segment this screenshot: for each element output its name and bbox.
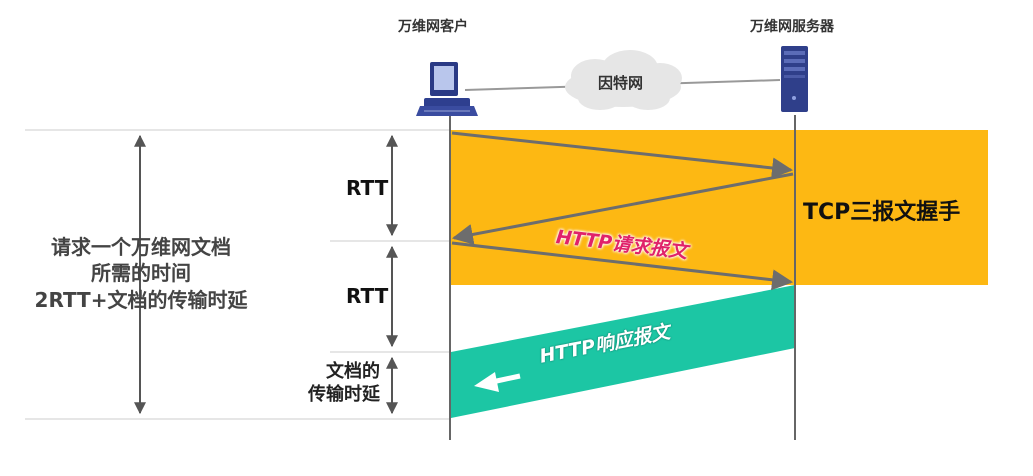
server-label: 万维网服务器 (750, 19, 834, 35)
ack-request-arrow (451, 241, 794, 291)
handshake-background (450, 130, 988, 285)
rtt-label-2: RTT (346, 284, 389, 308)
total-time-line-3: 2RTT+文档的传输时延 (34, 287, 248, 312)
desktop-computer-icon (416, 62, 478, 116)
cloud-icon (565, 50, 682, 110)
response-direction-arrow (474, 372, 521, 392)
total-time-line-2: 所需的时间 (91, 261, 191, 286)
response-band (451, 285, 795, 418)
server-tower-icon (781, 46, 808, 112)
doc-transfer-line-1: 文档的 (326, 361, 380, 382)
doc-transfer-label: 文档的 传输时延 (270, 361, 380, 406)
total-time-line-1: 请求一个万维网文档 (51, 235, 231, 259)
syn-arrow (451, 131, 794, 179)
client-label: 万维网客户 (398, 19, 468, 35)
rtt-label-1: RTT (346, 176, 389, 200)
total-time-label: 请求一个万维网文档 所需的时间 2RTT+文档的传输时延 (10, 234, 272, 313)
network-label: 因特网 (598, 74, 644, 92)
doc-transfer-line-2: 传输时延 (308, 383, 380, 405)
tcp-handshake-label: TCP三报文握手 (803, 200, 961, 225)
syn-ack-arrow (451, 172, 794, 245)
